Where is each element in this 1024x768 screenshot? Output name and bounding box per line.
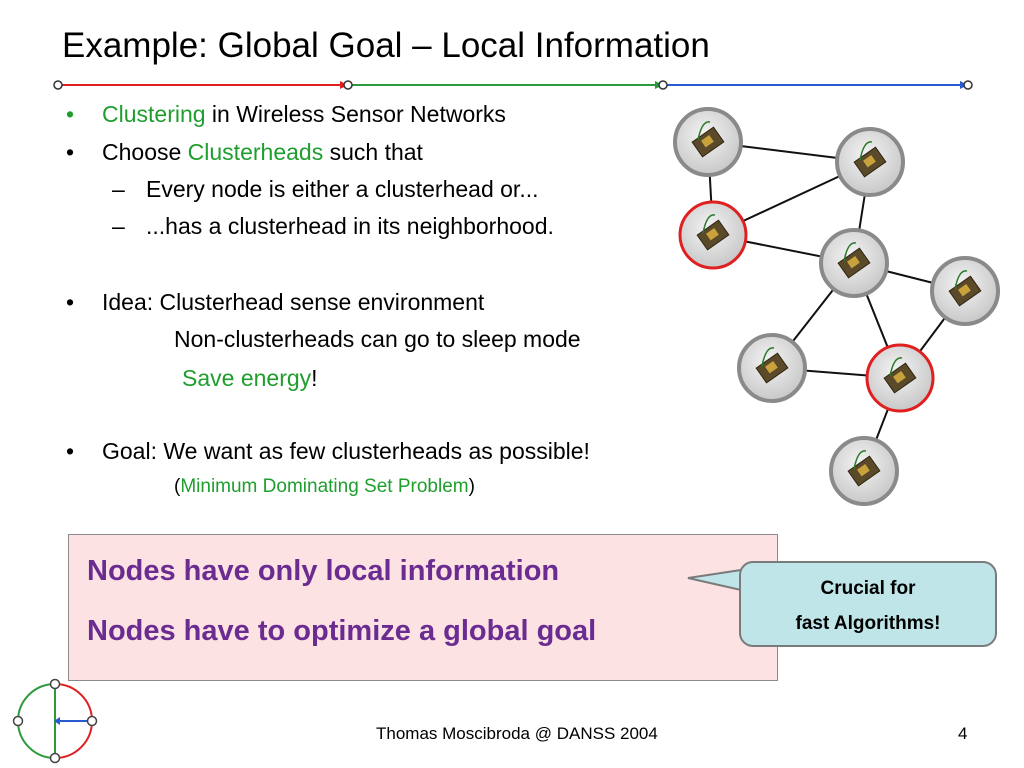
goal-subtext: (Minimum Dominating Set Problem) — [174, 476, 475, 498]
save-energy-exclaim: ! — [311, 365, 318, 391]
bubble-line1: Crucial for — [820, 578, 916, 599]
bullet-clusterheads-text: Choose Clusterheads such that — [102, 138, 423, 166]
sensor-network-graph — [673, 107, 1000, 506]
bullet-marker-3: • — [66, 289, 75, 315]
page-number: 4 — [958, 724, 968, 743]
bullet-idea: Idea: Clusterhead sense environment — [102, 289, 485, 315]
danss-logo — [12, 678, 98, 764]
highlight-mds: Minimum Dominating Set Problem — [180, 476, 469, 497]
clusterhead-node — [865, 343, 935, 413]
bullet-marker: • — [66, 101, 75, 127]
bullet-marker-2: • — [66, 139, 75, 165]
sensor-node — [835, 127, 905, 197]
sensor-node — [930, 256, 1000, 326]
crucial-note-bubble: Crucial for fast Algorithms! — [739, 561, 997, 647]
slide-title: Example: Global Goal – Local Information — [62, 26, 710, 65]
bubble-line2: fast Algorithms! — [795, 613, 941, 634]
insight-local-information: Nodes have only local information — [87, 555, 559, 588]
bullet-idea-line2: Non-clusterheads can go to sleep mode — [174, 326, 581, 352]
paren-close: ) — [468, 476, 475, 497]
sensor-node — [819, 228, 889, 298]
insight-line1: Nodes have only local information — [87, 555, 560, 587]
bullet-marker-4: • — [66, 438, 75, 464]
sensor-node — [737, 333, 807, 403]
bubble-pointer — [687, 568, 743, 592]
bullet-clustering-rest: in Wireless Sensor Networks — [205, 101, 506, 127]
bullet-clustering: • — [66, 100, 74, 128]
bullet-goal: Goal: We want as few clusterheads as pos… — [102, 438, 590, 464]
title-divider — [53, 80, 973, 90]
clusterhead-node — [678, 200, 748, 270]
bullet-clusterheads-pre: Choose — [102, 139, 188, 165]
paren-open: ( — [174, 476, 181, 497]
bullet-clustering-text: Clustering in Wireless Sensor Networks — [102, 100, 506, 128]
graph-edges — [707, 141, 966, 472]
sub-bullet-clusterhead-or: Every node is either a clusterhead or... — [146, 176, 539, 202]
bullet-clusterheads-rest: such that — [323, 139, 423, 165]
sub-bullet-neighborhood: ...has a clusterhead in its neighborhood… — [146, 213, 554, 239]
sub-dash-2: – — [112, 213, 125, 239]
bullet-idea-line3: Save energy! — [182, 364, 318, 393]
highlight-save-energy: Save energy — [182, 365, 312, 391]
footer-author: Thomas Moscibroda @ DANSS 2004 — [376, 724, 658, 743]
sensor-node — [673, 107, 743, 177]
highlight-clusterheads: Clusterheads — [187, 139, 324, 165]
insight-global-goal: Nodes have to optimize a global goal — [87, 615, 596, 648]
highlight-clustering: Clustering — [102, 101, 206, 127]
sub-dash-1: – — [112, 176, 125, 202]
key-insight-box: Nodes have only local information Nodes … — [68, 534, 778, 681]
insight-line2: Nodes have to optimize a global goal — [87, 615, 597, 647]
sensor-node — [829, 436, 899, 506]
graph-nodes — [673, 107, 1000, 506]
